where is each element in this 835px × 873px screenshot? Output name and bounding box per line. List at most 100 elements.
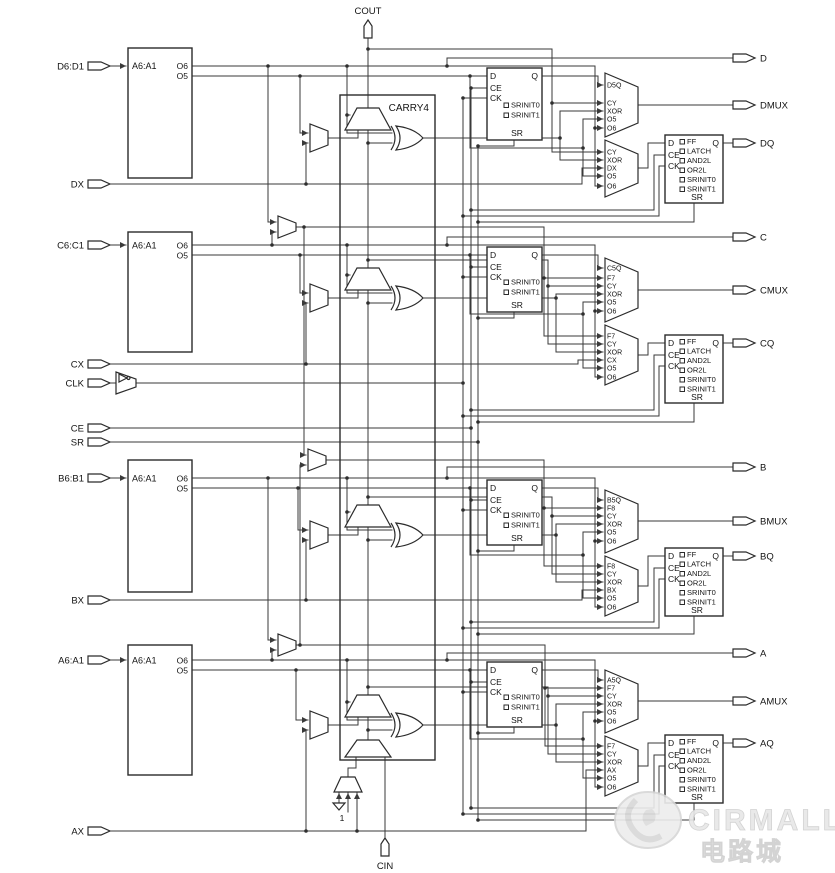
constant-one: 1 — [340, 813, 345, 823]
f8mux-icon — [307, 448, 327, 472]
mux-pin: O6 — [607, 309, 616, 316]
lut-o6-pin: O6 — [177, 656, 189, 666]
ff-pin-d: D — [490, 250, 496, 260]
mux-pin: F7 — [607, 276, 615, 283]
ff-pin-q: Q — [712, 738, 719, 748]
muxcy-c-icon — [344, 267, 392, 291]
cin-label: CIN — [377, 861, 394, 872]
xorcy-b-icon — [390, 522, 424, 548]
carry4-label: CARRY4 — [389, 103, 430, 114]
outmux-amux: A5Q F7 CY XOR O5 O6 — [604, 669, 639, 734]
mux-pin: O6 — [607, 539, 616, 546]
ff-pin-d: D — [490, 71, 496, 81]
xorcy-c-icon — [390, 285, 424, 311]
mux-pin: XOR — [607, 109, 622, 116]
mux-pin: B5Q — [607, 498, 622, 505]
port-b6b1-icon — [87, 473, 111, 483]
ff-pin-sr: SR — [511, 128, 523, 138]
mux-pin: O6 — [607, 184, 616, 191]
port-cin-icon — [380, 837, 390, 857]
port-sr-icon — [87, 437, 111, 447]
mux-pin: O5 — [607, 710, 616, 717]
output-label-c: C — [760, 233, 767, 244]
cout-label: COUT — [355, 6, 382, 17]
lut-o6-pin: O6 — [177, 474, 189, 484]
mux-pin: O5 — [607, 366, 616, 373]
ff-option: SRINIT0 — [687, 375, 716, 384]
outmux-dmux: D5Q CY XOR O5 O6 — [604, 72, 639, 138]
di-mux-d-icon — [309, 123, 329, 153]
ff-pin-sr: SR — [691, 605, 703, 615]
f7amux-icon — [277, 633, 297, 657]
f7bmux-icon — [277, 215, 297, 239]
port-ce-icon — [87, 423, 111, 433]
ff-pin-ck: CK — [490, 687, 502, 697]
output-label-a: A — [760, 649, 767, 660]
lut-o5-pin: O5 — [177, 666, 189, 676]
lut-label: A6:A1 — [132, 474, 157, 484]
ff-pin-ce: CE — [490, 83, 502, 93]
ff-pin-d: D — [668, 138, 674, 148]
watermark-logo-leaf-icon — [642, 809, 656, 826]
ff-option: SRINIT1 — [511, 703, 540, 712]
port-cmux-icon — [732, 285, 756, 295]
ff-pin-q: Q — [712, 138, 719, 148]
ff-pin-q: Q — [712, 551, 719, 561]
ff-option: LATCH — [687, 147, 711, 156]
mux-pin: O6 — [607, 785, 616, 792]
port-a-icon — [732, 648, 756, 658]
ff-option: SRINIT1 — [511, 288, 540, 297]
outmux-cmux: C5Q F7 CY XOR O5 O6 — [604, 257, 639, 323]
ff-pin-ce: CE — [490, 262, 502, 272]
ff-pin-q: Q — [531, 665, 538, 675]
ff-option: AND2L — [687, 569, 711, 578]
di-mux-c-icon — [309, 283, 329, 313]
lut-c: A6:A1 O6 O5 — [127, 231, 193, 353]
mux-pin: O5 — [607, 174, 616, 181]
ff-pin-ck: CK — [490, 272, 502, 282]
mux-pin: F7 — [607, 686, 615, 693]
ff-option: SRINIT1 — [687, 385, 716, 394]
ffq-c: D CE CK Q FF LATCH AND2L OR2L SRINIT0 SR… — [664, 334, 724, 404]
mux-pin: O5 — [607, 530, 616, 537]
mux-pin: CY — [607, 150, 617, 157]
mux-pin: XOR — [607, 158, 622, 165]
watermark: CIRMALL 电路城 — [614, 791, 835, 866]
mux-pin: XOR — [607, 292, 622, 299]
ff-option: SRINIT0 — [687, 775, 716, 784]
ff-pin-ce: CE — [490, 677, 502, 687]
carry4-box — [339, 94, 436, 761]
ff5-b: D CE CK Q SRINIT0 SRINIT1 SR — [486, 479, 543, 546]
mux-pin: XOR — [607, 580, 622, 587]
ff-option: SRINIT0 — [511, 278, 540, 287]
lut-o5-pin: O5 — [177, 251, 189, 261]
port-d6d1-icon — [87, 61, 111, 71]
outmux-aq: F7 CY XOR AX O5 O6 — [604, 735, 639, 797]
mux-pin: XOR — [607, 350, 622, 357]
mux-pin: A5Q — [607, 678, 622, 685]
ff-option: SRINIT1 — [511, 111, 540, 120]
ff-pin-d: D — [668, 338, 674, 348]
carry-ports: COUT CIN — [355, 6, 394, 872]
lut-label: A6:A1 — [132, 241, 157, 251]
lut-label: A6:A1 — [132, 61, 157, 71]
outmux-cq: F7 CY XOR CX O5 O6 — [604, 324, 639, 386]
mux-pin: AX — [607, 768, 617, 775]
port-bq-icon — [732, 551, 756, 561]
mux-pin: F7 — [607, 744, 615, 751]
di-mux-b-icon — [309, 520, 329, 550]
ff5-a: D CE CK Q SRINIT0 SRINIT1 SR — [486, 661, 543, 728]
mux-input-stubs — [543, 82, 604, 790]
lut-b: A6:A1 O6 O5 — [127, 459, 193, 593]
outmux-dq: CY XOR DX O5 O6 — [604, 139, 639, 198]
port-cout-icon — [363, 19, 373, 39]
ff-pin-sr: SR — [691, 792, 703, 802]
mux-pin: CY — [607, 342, 617, 349]
wide-function-muxes — [277, 215, 327, 657]
ff-pin-ck: CK — [668, 574, 680, 584]
muxcy-a-icon — [344, 694, 392, 718]
input-label-cx: CX — [71, 360, 85, 371]
input-label-ce: CE — [71, 424, 84, 435]
ff-pin-d: D — [490, 665, 496, 675]
